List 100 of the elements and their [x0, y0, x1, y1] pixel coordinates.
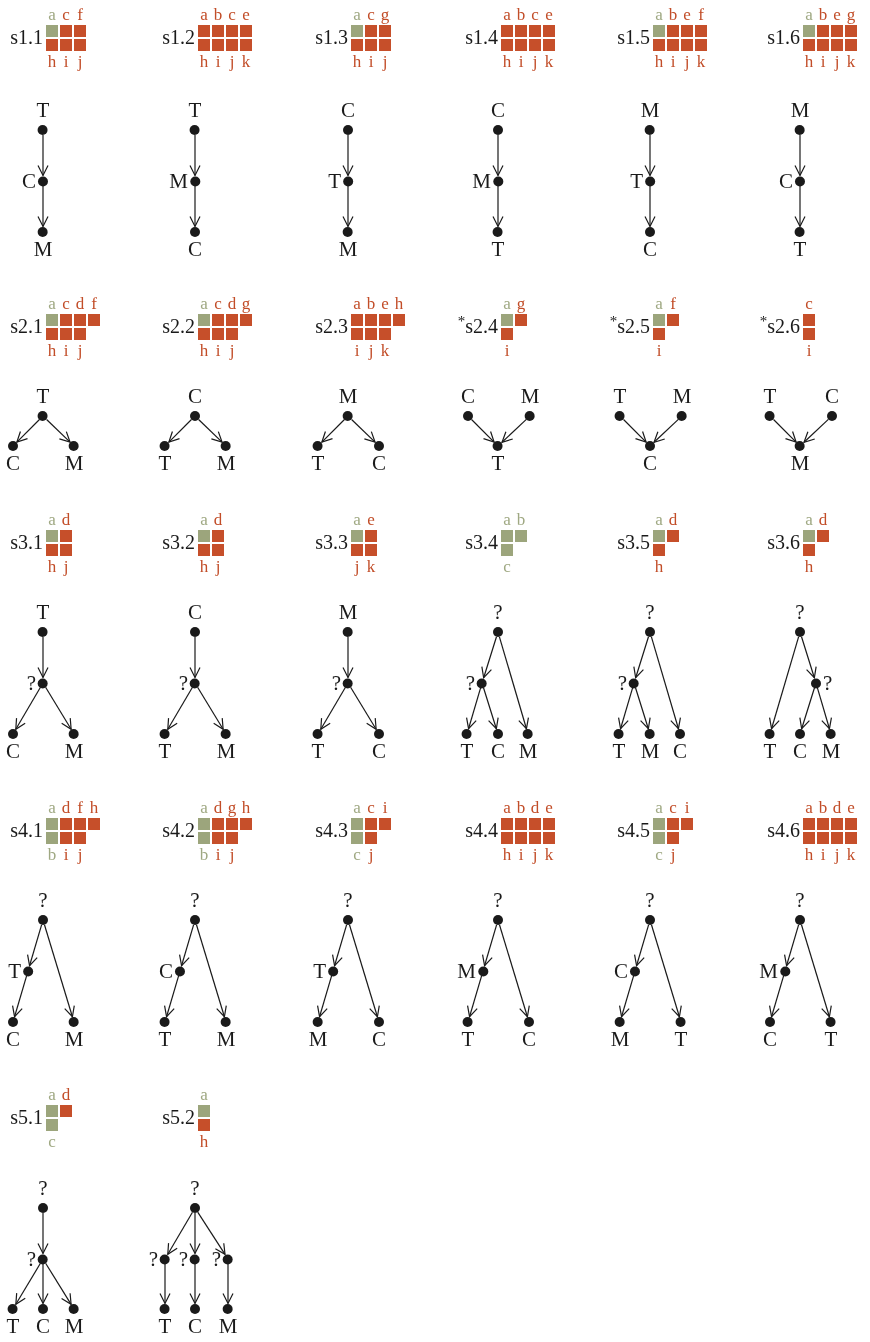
letter-label: h — [803, 846, 815, 863]
letter-label: k — [695, 53, 707, 70]
letter-label: a — [654, 511, 664, 528]
arrow — [351, 418, 376, 443]
arrow — [37, 1212, 49, 1255]
letter-label: h — [351, 53, 363, 70]
letter-label: j — [669, 846, 677, 863]
arrow — [784, 924, 800, 967]
panel-label: $^{*}$s2.6 — [759, 316, 800, 336]
letter-label: j — [353, 558, 361, 575]
arrow — [179, 924, 195, 967]
letter-label: a — [502, 799, 512, 816]
arrow — [164, 975, 180, 1018]
letter-label: h — [653, 53, 665, 70]
arrow — [189, 134, 201, 177]
node-label: ? — [26, 672, 36, 694]
node-label: ? — [795, 890, 805, 911]
node-label: M — [218, 1316, 238, 1337]
node-label: T — [328, 170, 341, 192]
arrow — [167, 1211, 194, 1255]
arrow — [800, 636, 817, 679]
letter-label: b — [667, 6, 679, 23]
letter-label: a — [47, 799, 57, 816]
node-label: ? — [190, 1178, 200, 1199]
letter-label: g — [845, 6, 857, 23]
node-label: C — [188, 602, 202, 623]
panel-label: s1.1 — [10, 27, 43, 47]
node-label: ? — [823, 672, 833, 694]
letter-label: c — [530, 6, 540, 23]
letter-label: g — [515, 295, 527, 312]
letter-label: i — [367, 53, 375, 70]
arrow — [466, 687, 482, 730]
node-label: C — [159, 960, 173, 982]
arrow — [332, 924, 348, 967]
arrow — [622, 418, 647, 443]
letter-label: j — [833, 53, 841, 70]
letter-label: d — [60, 511, 72, 528]
node-label: C — [491, 741, 505, 762]
letter-label: j — [62, 558, 70, 575]
arrow — [27, 924, 43, 967]
arrow — [769, 975, 785, 1018]
letter-label: d — [831, 799, 843, 816]
letter-label: b — [817, 799, 829, 816]
letter-label: h — [240, 799, 252, 816]
letter-label: a — [352, 799, 362, 816]
panel-label: s3.5 — [617, 532, 650, 552]
letter-label: h — [501, 53, 513, 70]
panel-label: s1.6 — [767, 27, 800, 47]
letter-label: h — [198, 1133, 210, 1150]
node-label: C — [643, 239, 657, 260]
panel-label: s3.3 — [315, 532, 348, 552]
arrow — [498, 636, 529, 730]
letter-label: a — [804, 6, 814, 23]
node-label: T — [460, 741, 474, 762]
letter-label: d — [529, 799, 541, 816]
letter-label: b — [212, 6, 224, 23]
letter-label: g — [226, 799, 238, 816]
panel-label: s3.1 — [10, 532, 43, 552]
node-label: ? — [795, 602, 805, 623]
letter-label: d — [60, 799, 72, 816]
node-label: C — [36, 1316, 50, 1337]
letter-label: i — [381, 799, 389, 816]
node-label: ? — [178, 1248, 188, 1270]
letter-label: a — [352, 511, 362, 528]
panel-label: s4.5 — [617, 820, 650, 840]
node-label: T — [613, 386, 627, 407]
letter-label: d — [667, 511, 679, 528]
arrow — [470, 418, 495, 443]
letter-label: a — [502, 6, 512, 23]
node-label: C — [491, 100, 505, 121]
letter-label: d — [212, 799, 224, 816]
node-label: C — [763, 1029, 777, 1050]
letter-label: j — [531, 53, 539, 70]
arrow — [43, 924, 75, 1018]
node-label: T — [763, 741, 777, 762]
letter-label: e — [544, 799, 554, 816]
node-label: M — [520, 386, 540, 407]
letter-label: e — [846, 799, 856, 816]
arrow — [348, 924, 380, 1018]
letter-label: c — [668, 799, 678, 816]
panel-label: s2.1 — [10, 316, 43, 336]
node-label: M — [610, 1029, 630, 1050]
node-label: C — [673, 741, 687, 762]
letter-label: h — [501, 846, 513, 863]
node-label: C — [22, 170, 36, 192]
arrow — [15, 1262, 42, 1305]
letter-label: i — [62, 53, 70, 70]
panel-label: s1.2 — [162, 27, 195, 47]
node-label: T — [612, 741, 626, 762]
letter-label: h — [198, 558, 210, 575]
arrow — [45, 1262, 72, 1305]
node-label: T — [158, 741, 172, 762]
node-label: M — [338, 602, 358, 623]
arrow — [492, 134, 504, 177]
letter-label: i — [517, 53, 525, 70]
panel-label: s4.4 — [465, 820, 498, 840]
node-label: C — [6, 741, 20, 762]
letter-label: a — [47, 511, 57, 528]
letter-label: i — [62, 846, 70, 863]
arrow — [16, 418, 41, 443]
